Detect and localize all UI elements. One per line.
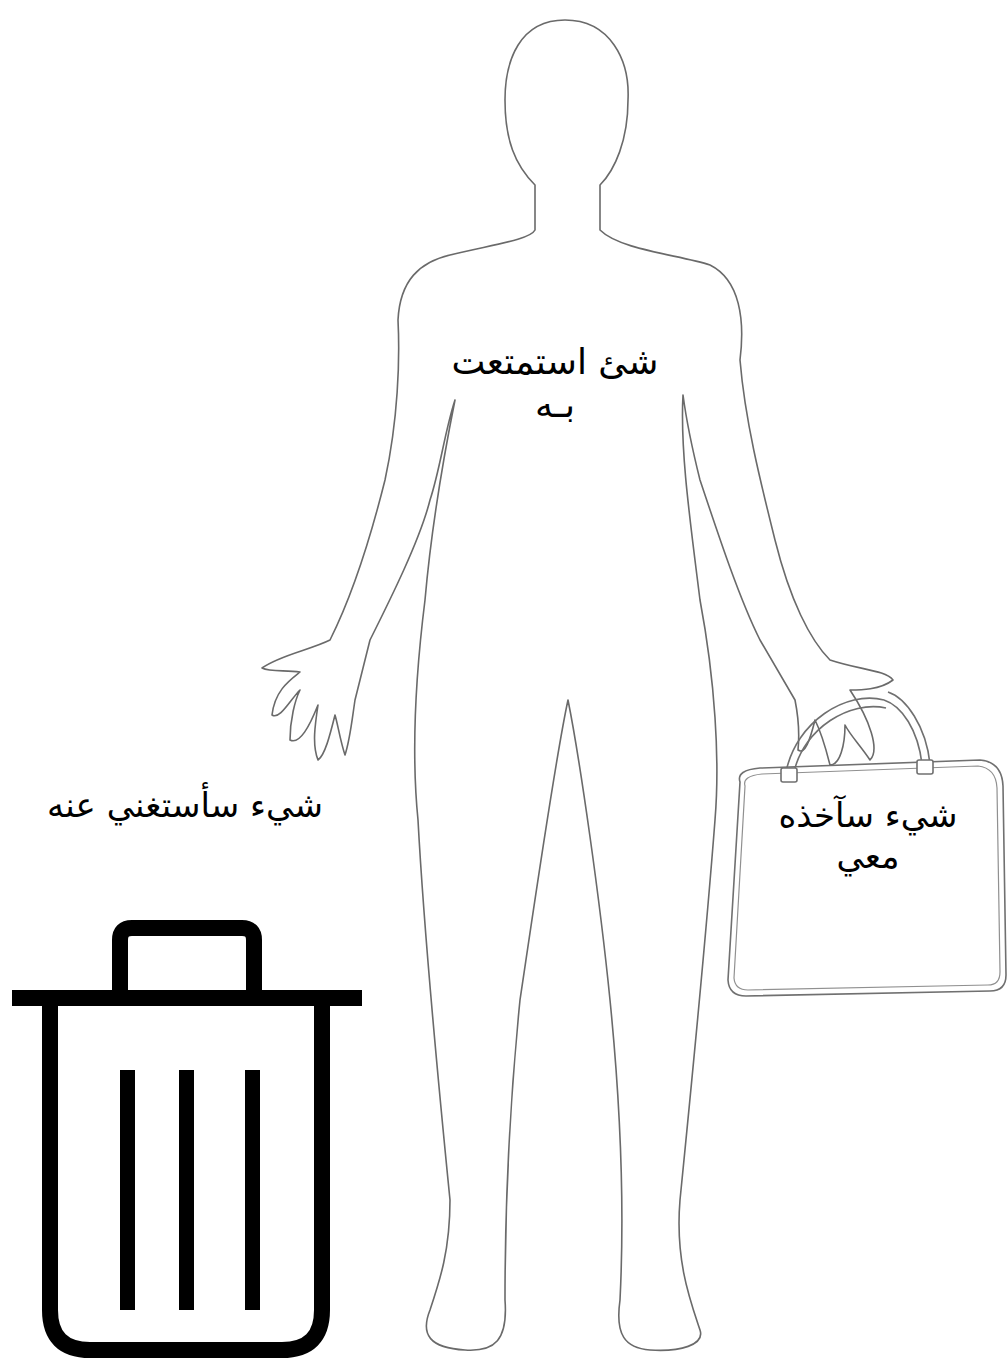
bin-stripe bbox=[245, 1070, 260, 1310]
node-label: شيء سأستغني عنه bbox=[0, 785, 370, 826]
bag-seam bbox=[734, 766, 1000, 990]
node-label: شئ استمتعت بـه bbox=[445, 340, 665, 426]
bin-handle bbox=[120, 928, 254, 995]
node-outline bbox=[255, 0, 900, 1358]
handle-strap bbox=[786, 698, 884, 772]
bag-node: شيء سآخذه معي bbox=[725, 755, 1008, 1000]
bin-node: شيء سأستغني عنه bbox=[0, 780, 380, 1358]
bag-outline bbox=[728, 760, 1006, 996]
bin-body bbox=[50, 1006, 322, 1350]
bin-stripe bbox=[120, 1070, 135, 1310]
body-node: شئ استمتعت بـه bbox=[255, 0, 900, 1358]
node-outline bbox=[0, 780, 380, 1358]
bin-stripe bbox=[179, 1070, 194, 1310]
node-label: شيء سآخذه معي bbox=[768, 795, 968, 877]
bin-lid bbox=[12, 990, 362, 1006]
body-silhouette bbox=[262, 20, 893, 1350]
handle-strap bbox=[888, 692, 930, 764]
handle-strap bbox=[884, 700, 922, 764]
node-outline bbox=[725, 755, 1008, 1000]
